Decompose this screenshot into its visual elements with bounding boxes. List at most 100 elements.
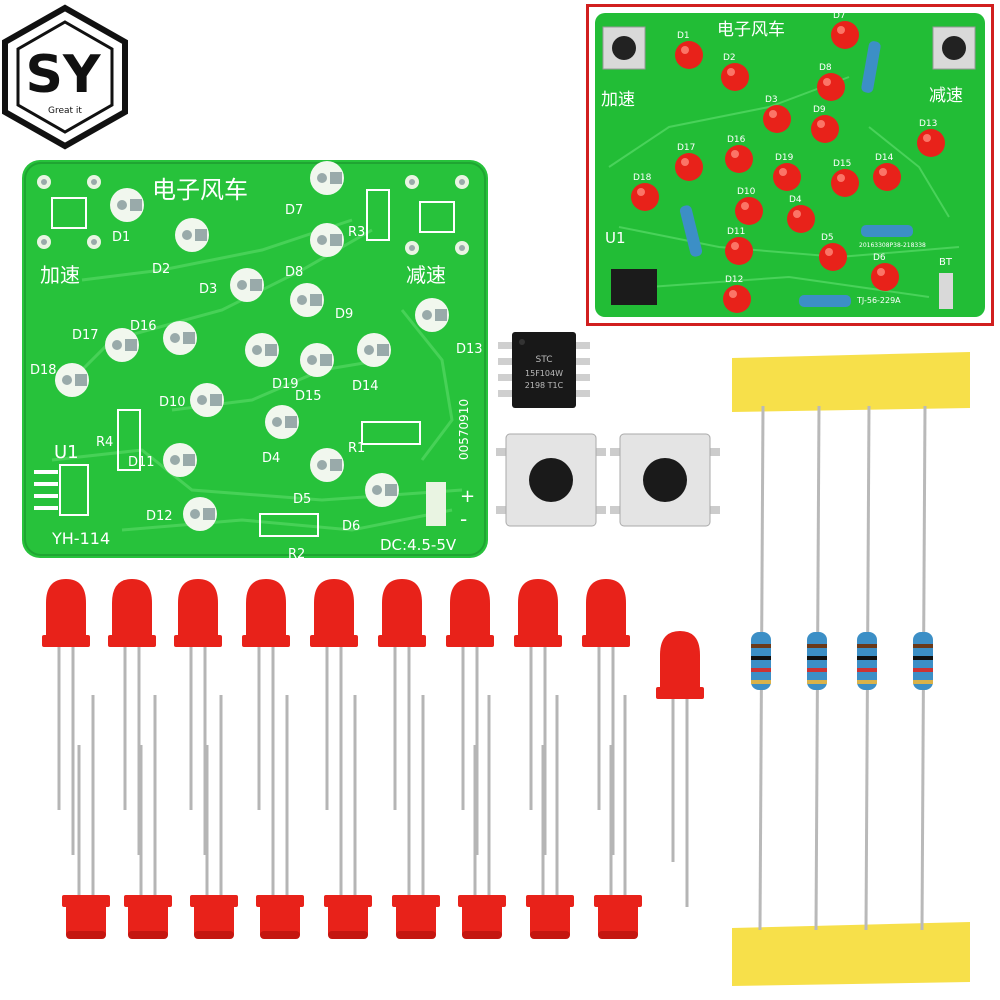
led-label-d16: D16 [130, 319, 157, 334]
inset-led-d9 [811, 115, 839, 143]
inset-led-label-d7: D7 [833, 11, 846, 21]
strip-resistor-3 [857, 405, 877, 931]
inset-resistors [679, 41, 913, 307]
inset-chip [611, 269, 657, 305]
inset-led-label-d5: D5 [821, 233, 834, 243]
assembled-board-inset: 电子风车 加速 减速 U1 BT TJ-56-229A 20163308P38-… [586, 4, 994, 326]
led-pad-d12 [183, 497, 217, 531]
led-pad-d13 [415, 298, 449, 332]
resistor-footprint-r3 [366, 189, 390, 241]
loose-led-11 [124, 695, 172, 939]
inset-slow-down: 减速 [929, 86, 963, 106]
strip-resistor-1 [751, 405, 771, 931]
loose-led-13 [256, 695, 304, 939]
inset-chip-ref: U1 [605, 229, 626, 247]
led-label-d6: D6 [342, 519, 360, 534]
led-labels: D1D2D3D4D5D6D7D8D9D10D11D12D13D14D15D16D… [30, 203, 483, 534]
inset-led-d6 [871, 263, 899, 291]
led-pad-d2 [175, 218, 209, 252]
inset-led-d15 [831, 169, 859, 197]
switch-footprint-left [37, 175, 101, 249]
board-id-label: YH-114 [51, 529, 110, 548]
led-pad-d15 [300, 343, 334, 377]
led-pad-d18 [55, 363, 89, 397]
resistor-footprint-r4 [117, 409, 141, 471]
led-pad-d1 [110, 188, 144, 222]
resistor-label-r1: R1 [348, 441, 365, 456]
led-label-d2: D2 [152, 262, 170, 277]
loose-led-16 [458, 695, 506, 939]
inset-led-label-d15: D15 [833, 159, 851, 169]
battery-pads [426, 482, 446, 526]
strip-resistor-4 [913, 405, 933, 931]
inset-led-d7 [831, 21, 859, 49]
plus-label: + [460, 486, 475, 507]
inset-led-d11 [725, 237, 753, 265]
led-pad-d5 [310, 448, 344, 482]
inset-led-label-d4: D4 [789, 195, 802, 205]
inset-led-d18 [631, 183, 659, 211]
slow-down-label: 减速 [406, 263, 446, 287]
resistor-label-r3: R3 [348, 225, 365, 240]
inset-led-label-d10: D10 [737, 187, 756, 197]
led-label-d1: D1 [112, 230, 130, 245]
inset-led-d1 [675, 41, 703, 69]
loose-led-14 [324, 695, 372, 939]
led-label-d7: D7 [285, 203, 303, 218]
loose-led-18 [594, 695, 642, 939]
inset-led-label-d18: D18 [633, 173, 652, 183]
led-label-d8: D8 [285, 265, 303, 280]
strip-resistor-2 [807, 405, 827, 931]
loose-led-3 [174, 579, 222, 855]
tactile-button-1 [496, 433, 606, 527]
led-pad-d8 [310, 223, 344, 257]
led-label-d4: D4 [262, 451, 280, 466]
loose-led-5 [310, 579, 358, 855]
inset-led-d3 [763, 105, 791, 133]
inset-led-d12 [723, 285, 751, 313]
resistor-strip [732, 352, 970, 986]
chip-ref-label: U1 [54, 442, 79, 463]
led-pad-d4 [265, 405, 299, 439]
inset-led-d5 [819, 243, 847, 271]
tape-bottom [732, 922, 970, 986]
inset-led-label-d16: D16 [727, 135, 746, 145]
inset-led-d13 [917, 129, 945, 157]
serial-label: 00570910 [457, 399, 471, 460]
led-pad-d17 [105, 328, 139, 362]
loose-led-9 [582, 579, 630, 855]
led-pad-d14 [357, 333, 391, 367]
speed-up-label: 加速 [40, 263, 80, 287]
inset-terminal [939, 273, 953, 309]
led-label-d13: D13 [456, 342, 483, 357]
loose-led-10 [62, 695, 110, 939]
inset-led-label-d19: D19 [775, 153, 794, 163]
power-label: DC:4.5-5V [380, 536, 457, 554]
inset-led-label-d8: D8 [819, 63, 832, 73]
inset-led-label-d3: D3 [765, 95, 778, 105]
chip-line3: 2198 T1C [525, 381, 564, 390]
pcb-title: 电子风车 [152, 176, 248, 204]
mcu-chip: STC 15F104W 2198 T1C [498, 332, 590, 408]
brand-letters: SY [25, 45, 101, 105]
loose-led-19 [656, 631, 704, 907]
loose-led-4 [242, 579, 290, 855]
resistor-footprint-r2 [259, 513, 319, 537]
led-label-d9: D9 [335, 307, 353, 322]
led-pad-d16 [163, 321, 197, 355]
inset-led-d14 [873, 163, 901, 191]
tactile-button-2 [610, 433, 720, 527]
resistor-label-r4: R4 [96, 435, 113, 450]
loose-led-6 [378, 579, 426, 855]
tactile-buttons [496, 433, 720, 527]
led-pad-d19 [245, 333, 279, 367]
inset-led-d16 [725, 145, 753, 173]
main-pcb: 电子风车 加速 减速 U1 YH-114 DC:4.5-5V BT + - 00… [22, 160, 488, 558]
loose-leds [42, 579, 704, 939]
loose-led-12 [190, 695, 238, 939]
led-label-d17: D17 [72, 328, 99, 343]
led-label-d10: D10 [159, 395, 186, 410]
inset-leds: D1D2D3D4D5D6D7D8D9D10D11D12D13D14D15D16D… [631, 11, 945, 313]
led-label-d14: D14 [352, 379, 379, 394]
